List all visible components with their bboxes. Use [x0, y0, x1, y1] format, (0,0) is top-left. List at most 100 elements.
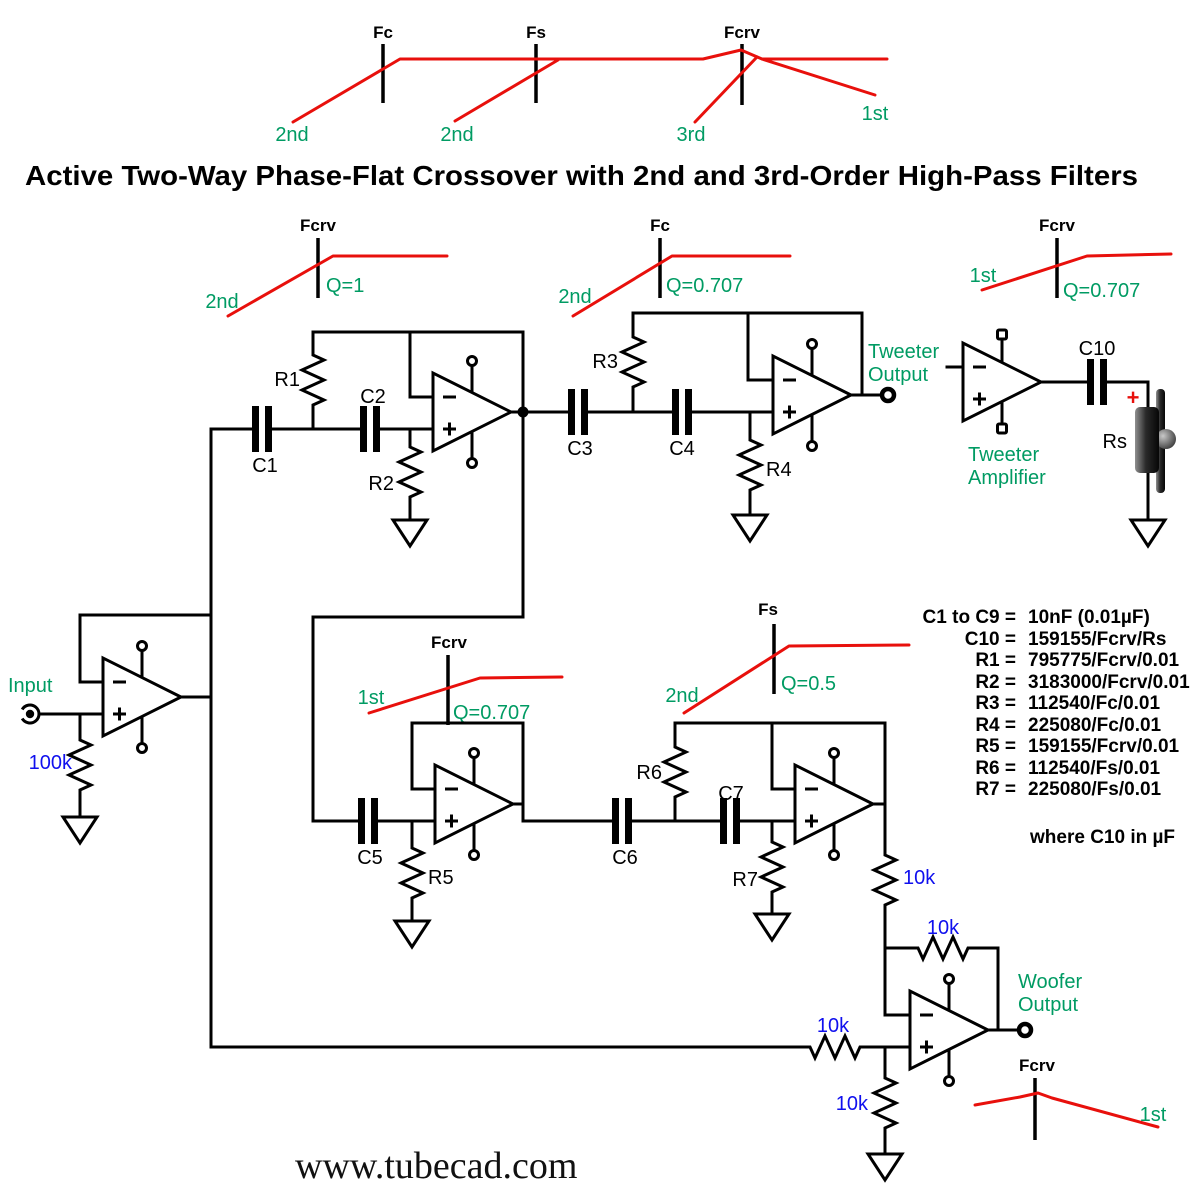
component-values-table: C1 to C9 = 10nF (0.01µF) C10 = 159155/Fc…	[923, 607, 1191, 848]
value-row-value: 159155/Fcrv/Rs	[1028, 629, 1166, 650]
junction-dot	[517, 406, 529, 418]
ground-icon	[61, 815, 99, 845]
tweeter-output-label-1: Tweeter	[868, 341, 939, 363]
opamp-stage1	[431, 355, 513, 469]
website-label: www.tubecad.com	[295, 1145, 577, 1187]
resistor-10k-d-label: 10k	[836, 1093, 869, 1115]
value-row-name: R7 =	[975, 779, 1016, 800]
inset-d-order: 1st	[358, 687, 385, 709]
capacitor-c6-label: C6	[612, 847, 638, 869]
woofer-wires	[868, 946, 1021, 1156]
resistor-r1-label: R1	[274, 369, 300, 391]
capacitor-c1-label: C1	[252, 455, 278, 477]
ground-icon	[866, 1152, 904, 1182]
resistor-r6	[662, 735, 688, 809]
tweeter-output-label-2: Output	[868, 364, 928, 386]
stage3-first-order: C5 R5	[311, 721, 614, 949]
inset-d-q: Q=0.707	[453, 702, 530, 724]
ground-icon	[393, 919, 431, 949]
inset-f-order: 1st	[1140, 1104, 1167, 1126]
inset-e-order: 2nd	[665, 685, 698, 707]
capacitor-c2-label: C2	[360, 386, 386, 408]
top-response-curve: Fc Fs Fcrv 2nd 2nd 3rd 1st	[275, 23, 888, 146]
value-row-value: 795775/Fcrv/0.01	[1028, 650, 1180, 671]
value-row-value: 112540/Fs/0.01	[1028, 758, 1160, 779]
resistor-r6-label: R6	[636, 762, 662, 784]
inset-f-tick-label: Fcrv	[1019, 1056, 1055, 1075]
value-row-name: R4 =	[975, 715, 1016, 736]
value-row-name: R6 =	[975, 758, 1016, 779]
value-row-name: R1 =	[975, 650, 1016, 671]
resistor-r4	[737, 428, 763, 502]
resistor-100k	[67, 728, 93, 802]
speaker-plus-label: +	[1127, 385, 1140, 410]
resistor-10k-b-label: 10k	[927, 917, 960, 939]
slope-label-2nd-a: 2nd	[275, 124, 308, 146]
inset-a-q: Q=1	[326, 275, 364, 297]
capacitor-c1	[252, 406, 272, 452]
ground-icon	[1129, 518, 1167, 548]
resistor-rs-label: Rs	[1103, 431, 1127, 453]
resistor-r3	[620, 325, 646, 399]
input-jack-pin	[25, 709, 35, 719]
resistor-10k-a	[872, 843, 898, 917]
inset-e-q: Q=0.5	[781, 673, 836, 695]
capacitor-c10-label: C10	[1079, 338, 1116, 360]
inset-a-tick-label: Fcrv	[300, 216, 336, 235]
resistor-10k-c	[798, 1034, 872, 1060]
capacitor-c4-label: C4	[669, 438, 695, 460]
value-row-value: 3183000/Fcrv/0.01	[1028, 672, 1190, 693]
resistor-10k-a-label: 10k	[903, 867, 936, 889]
fs-tick-label: Fs	[526, 23, 546, 42]
capacitor-c6	[612, 798, 632, 844]
signal-bus-wires	[209, 330, 804, 1049]
input-jack-icon	[20, 703, 41, 725]
opamp-input-buffer	[101, 640, 183, 754]
speaker-icon	[1135, 389, 1176, 493]
resistor-r2-label: R2	[368, 473, 394, 495]
response-slope-2nd	[453, 58, 560, 123]
tweeter-amp-label-1: Tweeter	[968, 444, 1039, 466]
value-row-value: 225080/Fs/0.01	[1028, 779, 1162, 800]
page-title: Active Two-Way Phase-Flat Crossover with…	[25, 160, 1138, 191]
stage1-sallen-key: C1 R1 C2 R2	[209, 330, 570, 548]
value-row-value: 112540/Fc/0.01	[1028, 693, 1160, 714]
woofer-output-label-1: Woofer	[1018, 971, 1082, 993]
values-footnote: where C10 in µF	[1029, 827, 1175, 848]
ground-icon	[731, 513, 769, 543]
ground-icon	[391, 518, 429, 548]
resistor-10k-d	[872, 1066, 898, 1140]
ground-icon	[753, 912, 791, 942]
inset-stage4-response: Fs 2nd Q=0.5	[665, 600, 911, 715]
inset-b-q: Q=0.707	[666, 275, 743, 297]
stage3-wires	[311, 721, 614, 923]
input-buffer-stage: Input 100k	[8, 613, 213, 845]
resistor-r4-label: R4	[766, 459, 792, 481]
inset-e-tick-label: Fs	[758, 600, 778, 619]
opamp-stage2	[771, 338, 853, 452]
inset-stage3-response: Fcrv 1st Q=0.707	[358, 633, 564, 725]
inset-b-order: 2nd	[558, 286, 591, 308]
capacitor-c5-label: C5	[357, 847, 383, 869]
woofer-difference-amp: 10k 10k 10k Woofer Output	[798, 917, 1082, 1182]
stage4-wires	[630, 721, 887, 950]
slope-label-2nd-b: 2nd	[440, 124, 473, 146]
resistor-r3-label: R3	[592, 351, 618, 373]
value-row-name: R2 =	[975, 672, 1016, 693]
tweeter-amplifier-section: C10 + Rs Tweeter Amplifier	[945, 328, 1176, 548]
response-slope-3rd	[693, 55, 759, 124]
resistor-r5-label: R5	[428, 867, 454, 889]
capacitor-c3-label: C3	[567, 438, 593, 460]
inset-d-tick-label: Fcrv	[431, 633, 467, 652]
value-row-name: R5 =	[975, 736, 1016, 757]
inset-stage1-response: Fcrv 2nd Q=1	[205, 216, 449, 318]
tweeter-output-terminal	[882, 389, 894, 401]
capacitor-c10	[1087, 359, 1107, 405]
stage4-sallen-key: C6 R6 C7 R7 10k	[612, 721, 936, 950]
response-slope-1st	[760, 57, 877, 97]
slope-label-1st: 1st	[862, 103, 889, 125]
opamp-tweeter-amplifier	[961, 328, 1045, 435]
value-row-value: 159155/Fcrv/0.01	[1028, 736, 1180, 757]
